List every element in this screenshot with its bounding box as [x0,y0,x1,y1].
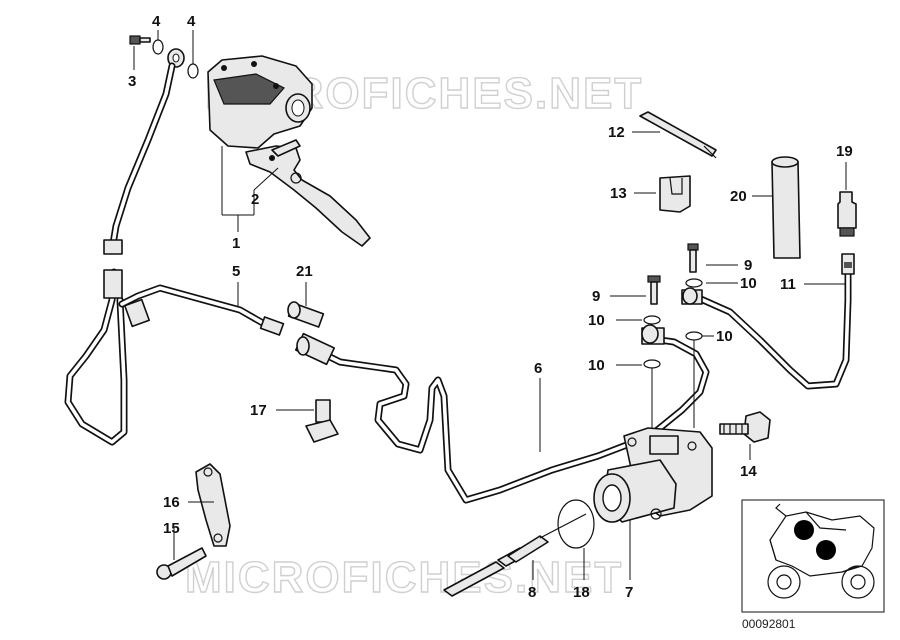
callout-15: 15 [163,520,180,537]
callout-4-washer-right: 4 [187,13,196,30]
motorcycle-inset [741,499,885,613]
callout-4-washer-left: 4 [152,13,161,30]
banjo-upper [681,287,703,305]
callout-16: 16 [163,494,180,511]
callout-9-upper: 9 [744,257,752,274]
bleed-line [690,253,855,390]
callout-12: 12 [608,124,625,141]
callout-11: 11 [780,276,796,293]
clutch-lever [245,139,371,247]
highlight-dot-upper [794,520,814,540]
leader-lines [133,30,847,580]
washer-left [152,39,164,55]
callout-17: 17 [250,402,267,419]
hose-clip [659,175,691,213]
slave-cylinder [593,427,713,523]
callout-5: 5 [232,263,240,280]
o-ring [557,499,595,549]
angle-fitting [305,399,339,443]
line-holder [195,463,231,547]
bleed-valve [837,191,857,237]
callout-1: 1 [232,235,240,252]
master-cylinder [207,55,313,149]
clutch-line [294,332,710,504]
washer-right [187,63,199,79]
callout-18: 18 [573,584,590,601]
callout-10-lower-right: 10 [716,328,733,345]
callout-13: 13 [610,185,627,202]
banjo-lower [641,324,665,345]
watermark-bottom: MICROFICHES.NET [185,553,623,602]
highlight-dot-lower [816,540,836,560]
callout-10-lower-left: 10 [588,357,605,374]
callout-10-upper-right: 10 [740,275,757,292]
pushrod [443,513,587,597]
inset-frame [741,499,885,613]
callout-8: 8 [528,584,536,601]
screw [156,547,207,580]
callout-2: 2 [251,191,259,208]
bolt-upper [687,243,699,273]
callouts: 4 4 3 2 1 5 21 12 13 20 19 9 9 10 10 10 … [128,13,853,601]
cable-tie [639,111,717,159]
protective-sleeve [771,156,801,259]
callout-7: 7 [625,584,633,601]
adapter-fitting [287,301,325,328]
callout-10-upper-left: 10 [588,312,605,329]
clutch-hose [64,62,272,446]
assembly-guides [651,340,695,430]
callout-19: 19 [836,143,853,160]
motorcycle-icon [767,503,875,599]
bolt-lower [647,275,661,305]
callout-20: 20 [730,188,747,205]
callout-14: 14 [740,463,757,480]
callout-3: 3 [128,73,136,90]
reference-number: 00092801 [742,617,796,631]
hose-end-fitting [259,316,285,336]
mounting-bolt [719,411,771,443]
callout-6: 6 [534,360,542,377]
callout-21: 21 [296,263,313,280]
callout-9-lower: 9 [592,288,600,305]
banjo-bolt [129,35,151,45]
